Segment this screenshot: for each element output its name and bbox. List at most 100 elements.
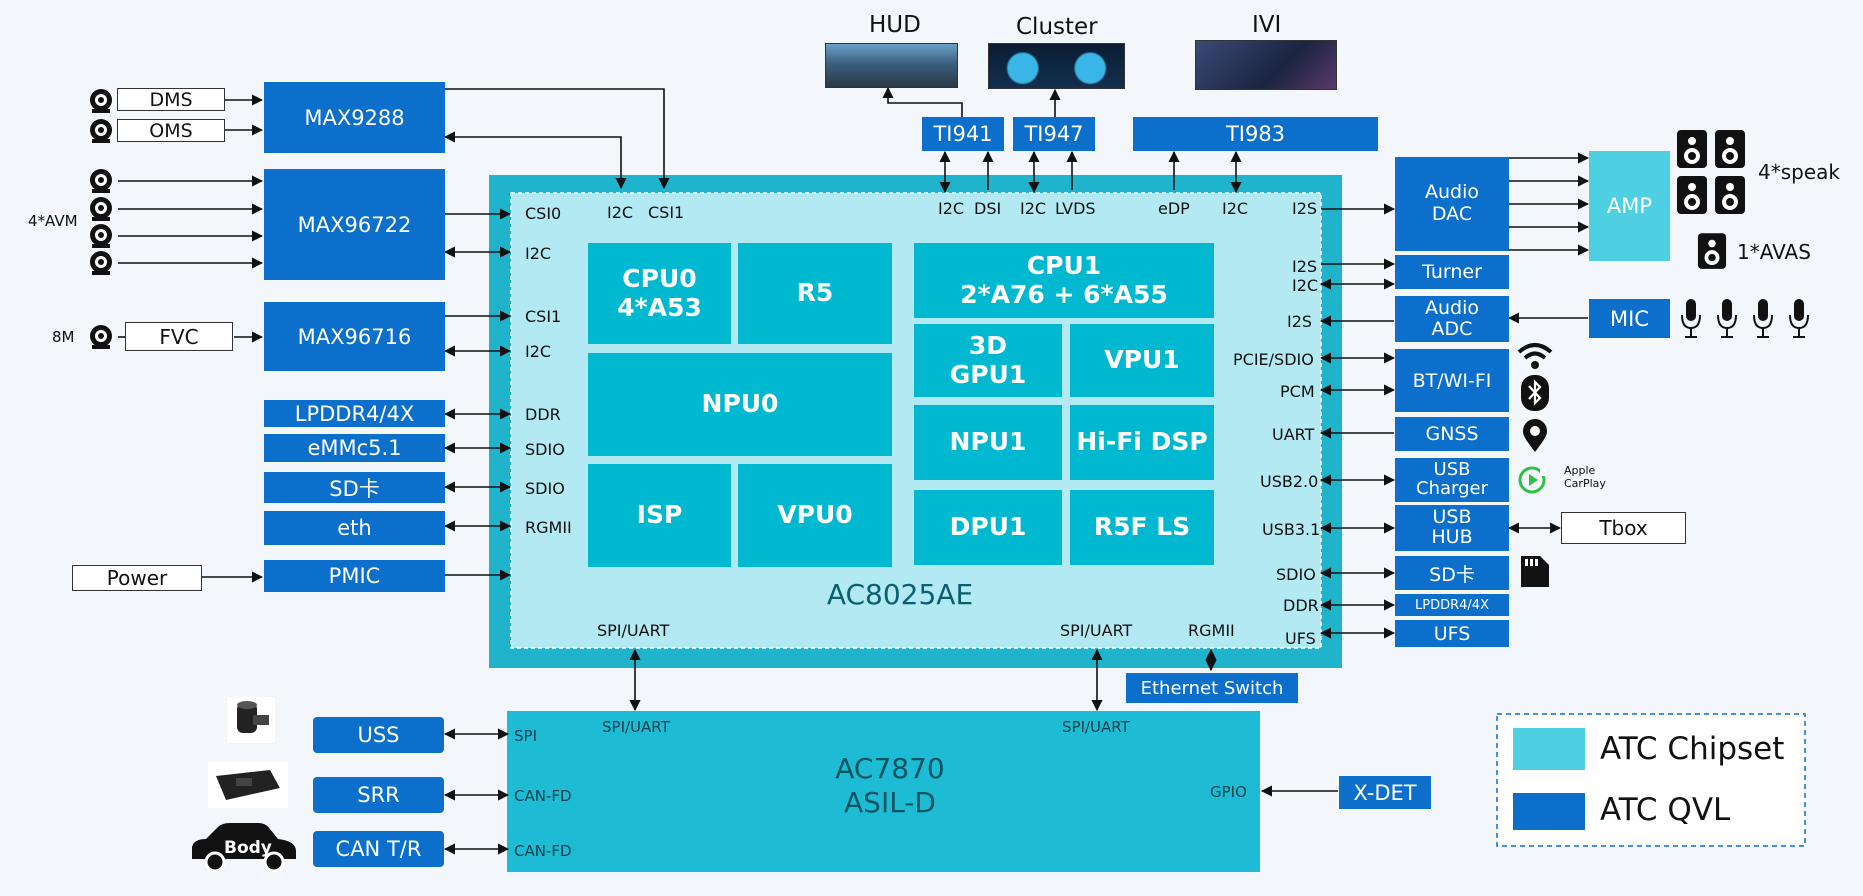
- mcu-port-spi: SPI: [514, 727, 537, 745]
- dms-label: DMS: [117, 88, 225, 111]
- port-csi1: CSI1: [525, 307, 562, 326]
- camera-icon: [90, 119, 112, 143]
- mcu-port-can-fd: CAN-FD: [514, 842, 572, 860]
- hud-screen-image: [825, 43, 958, 88]
- sd-card-block: SD卡: [264, 472, 445, 503]
- usb-hub-block: USB HUB: [1395, 505, 1509, 551]
- port-dsi: DSI: [974, 199, 1002, 218]
- legend-swatch-qvl: [1513, 793, 1585, 830]
- port-uart: UART: [1272, 425, 1315, 444]
- eth-block: eth: [264, 511, 445, 545]
- legend-qvl-label: ATC QVL: [1600, 792, 1731, 828]
- port-rgmii: RGMII: [1188, 621, 1235, 640]
- port-pcie-sdio: PCIE/SDIO: [1233, 350, 1314, 369]
- gnss-block: GNSS: [1395, 417, 1509, 451]
- vpu0-block: VPU0: [738, 464, 892, 567]
- legend-swatch-chipset: [1513, 728, 1585, 770]
- fvc-label: FVC: [125, 322, 233, 351]
- carplay-label: Apple CarPlay: [1564, 464, 1606, 491]
- speaker-icon: [1677, 130, 1707, 168]
- camera-icon: [90, 197, 112, 221]
- soc-name: AC8025AE: [826, 578, 974, 611]
- port-csi0: CSI0: [525, 204, 562, 223]
- microphone-icon: [1789, 299, 1809, 338]
- amp-block: [1589, 151, 1670, 261]
- lpddr-block: LPDDR4/4X: [1395, 594, 1509, 616]
- isp-block: ISP: [588, 464, 731, 567]
- speaker-icon: [1677, 176, 1707, 214]
- bt-wifi-block: BT/WI-FI: [1395, 349, 1509, 412]
- max96716-block: MAX96716: [264, 302, 445, 371]
- camera-icon: [90, 89, 112, 113]
- cpu0-block: CPU0 4*A53: [588, 243, 731, 344]
- turner-block: Turner: [1395, 255, 1509, 289]
- max96722-block: MAX96722: [264, 169, 445, 280]
- lpddr-block: LPDDR4/4X: [264, 400, 445, 427]
- body-label: Body: [224, 838, 272, 858]
- camera-icon: [90, 251, 112, 275]
- r5f-ls-block: R5F LS: [1070, 490, 1214, 565]
- mcu-frame: [507, 711, 1260, 872]
- speak-label: 4*speak: [1758, 160, 1840, 184]
- oms-label: OMS: [117, 119, 225, 142]
- x-det-block: X-DET: [1339, 776, 1431, 809]
- port-sdio: SDIO: [525, 479, 565, 498]
- bluetooth-icon: [1521, 375, 1549, 411]
- sd-card-block: SD卡: [1395, 556, 1509, 590]
- speaker-icon: [1715, 130, 1745, 168]
- wifi-icon: [1517, 343, 1553, 369]
- cluster-screen-image: [988, 43, 1125, 89]
- npu0-block: NPU0: [588, 353, 892, 456]
- cluster-title: Cluster: [1016, 14, 1098, 40]
- max9288-block: MAX9288: [264, 82, 445, 153]
- port-i2c: I2C: [1020, 199, 1047, 218]
- audio-dac-block: Audio DAC: [1395, 157, 1509, 251]
- can-tr-block: CAN T/R: [313, 831, 444, 867]
- port-i2c: I2C: [938, 199, 965, 218]
- ti947-block: TI947: [1013, 117, 1095, 151]
- mcu-port-can-fd: CAN-FD: [514, 787, 572, 805]
- ufs-block: UFS: [1395, 620, 1509, 647]
- port-edp: eDP: [1158, 199, 1190, 218]
- mic-block: MIC: [1589, 299, 1670, 338]
- tbox-label: Tbox: [1561, 512, 1686, 544]
- port-rgmii: RGMII: [525, 518, 572, 537]
- legend-chipset-label: ATC Chipset: [1600, 731, 1785, 767]
- port-i2s: I2S: [1292, 199, 1318, 218]
- r5-block: R5: [738, 243, 892, 344]
- mcu-port-gpio: GPIO: [1210, 783, 1247, 801]
- port-spi-uart: SPI/UART: [1060, 621, 1133, 640]
- audio-adc-block: Audio ADC: [1395, 296, 1509, 342]
- port-usb2: USB2.0: [1260, 472, 1319, 491]
- emmc-block: eMMc5.1: [264, 434, 445, 462]
- port-spi-uart: SPI/UART: [597, 621, 670, 640]
- mcu-port-spi-uart: SPI/UART: [1062, 718, 1130, 736]
- microphone-icon: [1681, 299, 1701, 338]
- port-i2s: I2S: [1287, 312, 1313, 331]
- port-i2c: I2C: [525, 342, 552, 361]
- port-i2c: I2C: [1222, 199, 1249, 218]
- port-ddr: DDR: [1283, 596, 1319, 615]
- port-ddr: DDR: [525, 405, 561, 424]
- camera-icon: [90, 169, 112, 193]
- vpu1-block: VPU1: [1070, 324, 1214, 397]
- location-pin-icon: [1523, 419, 1547, 452]
- dpu1-block: DPU1: [914, 490, 1062, 565]
- port-pcm: PCM: [1280, 382, 1315, 401]
- mcu-port-spi-uart: SPI/UART: [602, 718, 670, 736]
- speaker-icon: [1697, 233, 1727, 269]
- port-sdio: SDIO: [1276, 565, 1316, 584]
- port-i2c: I2C: [1292, 276, 1319, 295]
- ethernet-switch-block: Ethernet Switch: [1126, 673, 1298, 703]
- port-ufs: UFS: [1285, 629, 1316, 648]
- 8m-label: 8M: [52, 328, 75, 346]
- ti983-block: TI983: [1133, 117, 1378, 151]
- ivi-screen-image: [1195, 40, 1337, 90]
- avm-label: 4*AVM: [28, 212, 78, 230]
- amp-label: AMP: [1606, 194, 1653, 218]
- camera-icon: [90, 325, 112, 349]
- port-lvds: LVDS: [1055, 199, 1096, 218]
- port-sdio: SDIO: [525, 440, 565, 459]
- npu1-block: NPU1: [914, 405, 1062, 480]
